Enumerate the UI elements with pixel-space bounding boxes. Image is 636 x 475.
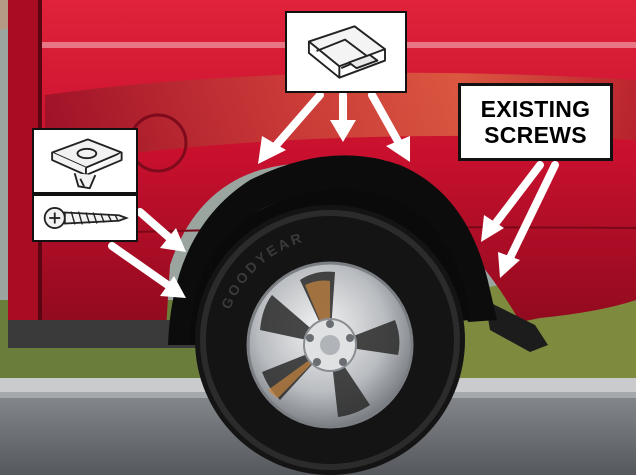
spring-clip-callout xyxy=(285,11,407,93)
existing-screws-label: EXISTING SCREWS xyxy=(458,83,613,161)
screw-callout xyxy=(32,194,138,242)
screw-icon xyxy=(43,207,129,229)
push-nut-clip-callout xyxy=(32,128,138,194)
push-nut-clip-icon xyxy=(51,138,123,190)
pointer-arrows xyxy=(108,91,559,298)
spring-clip-icon xyxy=(307,25,386,79)
label-line-2: SCREWS xyxy=(484,122,587,148)
label-line-1: EXISTING xyxy=(480,95,591,122)
